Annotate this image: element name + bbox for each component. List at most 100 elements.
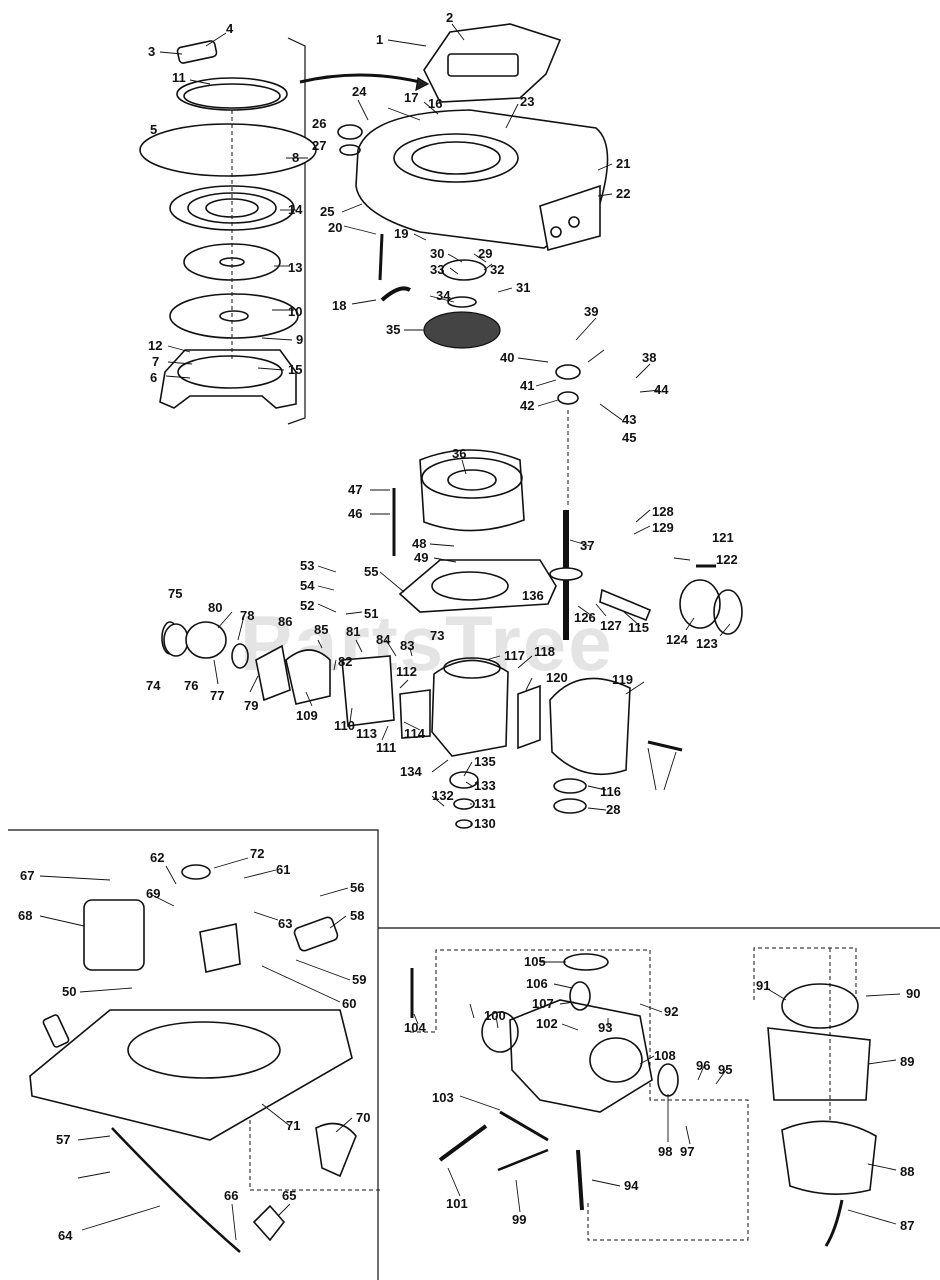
part-label: 87 <box>900 1218 914 1233</box>
part-label: 73 <box>430 628 444 643</box>
part-label: 47 <box>348 482 362 497</box>
part-label: 26 <box>312 116 326 131</box>
part-label: 76 <box>184 678 198 693</box>
part-label: 96 <box>696 1058 710 1073</box>
part-label: 133 <box>474 778 496 793</box>
part-label: 81 <box>346 624 360 639</box>
part-number-labels: 1 2 3 4 5 6 7 8 9 10 11 12 13 14 15 16 1… <box>18 10 920 1243</box>
part-label: 123 <box>696 636 718 651</box>
part-label: 94 <box>624 1178 639 1193</box>
part-label: 122 <box>716 552 738 567</box>
part-label: 54 <box>300 578 315 593</box>
leader-lines <box>39 23 901 1241</box>
part-label: 83 <box>400 638 414 653</box>
part-label: 23 <box>520 94 534 109</box>
part-label: 103 <box>432 1090 454 1105</box>
part-label: 71 <box>286 1118 300 1133</box>
part-label: 97 <box>680 1144 694 1159</box>
part-label: 126 <box>574 610 596 625</box>
part-label: 34 <box>436 288 451 303</box>
part-label: 112 <box>396 664 417 679</box>
part-label: 56 <box>350 880 364 895</box>
part-label: 36 <box>452 446 466 461</box>
part-label: 53 <box>300 558 314 573</box>
part-label: 22 <box>616 186 630 201</box>
part-label: 30 <box>430 246 444 261</box>
part-label: 4 <box>226 21 234 36</box>
part-label: 13 <box>288 260 302 275</box>
part-label: 48 <box>412 536 426 551</box>
part-label: 8 <box>292 150 299 165</box>
part-label: 134 <box>400 764 422 779</box>
part-label: 59 <box>352 972 366 987</box>
part-label: 119 <box>612 672 633 687</box>
part-label: 130 <box>474 816 496 831</box>
part-label: 128 <box>652 504 674 519</box>
part-label: 74 <box>146 678 161 693</box>
part-label: 99 <box>512 1212 526 1227</box>
part-label: 24 <box>352 84 367 99</box>
part-label: 93 <box>598 1020 612 1035</box>
part-label: 131 <box>474 796 496 811</box>
part-label: 25 <box>320 204 334 219</box>
part-label: 1 <box>376 32 383 47</box>
part-label: 116 <box>600 784 621 799</box>
part-label: 132 <box>432 788 454 803</box>
part-label: 38 <box>642 350 656 365</box>
part-label: 86 <box>278 614 292 629</box>
part-label: 7 <box>152 354 159 369</box>
part-label: 108 <box>654 1048 676 1063</box>
part-label: 12 <box>148 338 162 353</box>
part-label: 52 <box>300 598 314 613</box>
part-label: 92 <box>664 1004 678 1019</box>
part-label: 84 <box>376 632 391 647</box>
part-label: 35 <box>386 322 400 337</box>
part-label: 16 <box>428 96 442 111</box>
part-label: 95 <box>718 1062 732 1077</box>
part-label: 104 <box>404 1020 426 1035</box>
part-label: 113 <box>356 726 377 741</box>
fuel-tank-shroud <box>337 23 609 349</box>
part-label: 117 <box>504 648 525 663</box>
part-label: 19 <box>394 226 408 241</box>
part-label: 78 <box>240 608 254 623</box>
part-label: 11 <box>172 70 186 85</box>
part-label: 135 <box>474 754 496 769</box>
part-label: 28 <box>606 802 620 817</box>
part-label: 44 <box>654 382 669 397</box>
part-label: 37 <box>580 538 594 553</box>
part-label: 89 <box>900 1054 914 1069</box>
part-label: 105 <box>524 954 546 969</box>
part-label: 91 <box>756 978 770 993</box>
part-label: 90 <box>906 986 920 1001</box>
part-label: 60 <box>342 996 356 1011</box>
part-label: 5 <box>150 122 157 137</box>
part-label: 43 <box>622 412 636 427</box>
part-label: 14 <box>288 202 303 217</box>
part-label: 69 <box>146 886 160 901</box>
part-label: 136 <box>522 588 544 603</box>
part-label: 121 <box>712 530 734 545</box>
part-label: 49 <box>414 550 428 565</box>
part-label: 33 <box>430 262 444 277</box>
part-label: 85 <box>314 622 328 637</box>
part-label: 9 <box>296 332 303 347</box>
part-label: 118 <box>534 644 555 659</box>
part-label: 111 <box>376 740 396 755</box>
part-label: 79 <box>244 698 258 713</box>
part-label: 20 <box>328 220 342 235</box>
part-label: 10 <box>288 304 302 319</box>
part-label: 102 <box>536 1016 558 1031</box>
part-label: 45 <box>622 430 636 445</box>
part-label: 61 <box>276 862 290 877</box>
part-label: 57 <box>56 1132 70 1147</box>
part-label: 106 <box>526 976 548 991</box>
part-label: 17 <box>404 90 418 105</box>
part-label: 63 <box>278 916 292 931</box>
flywheel-assembly <box>392 364 583 640</box>
part-label: 27 <box>312 138 326 153</box>
part-label: 100 <box>484 1008 506 1023</box>
part-label: 39 <box>584 304 598 319</box>
part-label: 64 <box>58 1228 73 1243</box>
